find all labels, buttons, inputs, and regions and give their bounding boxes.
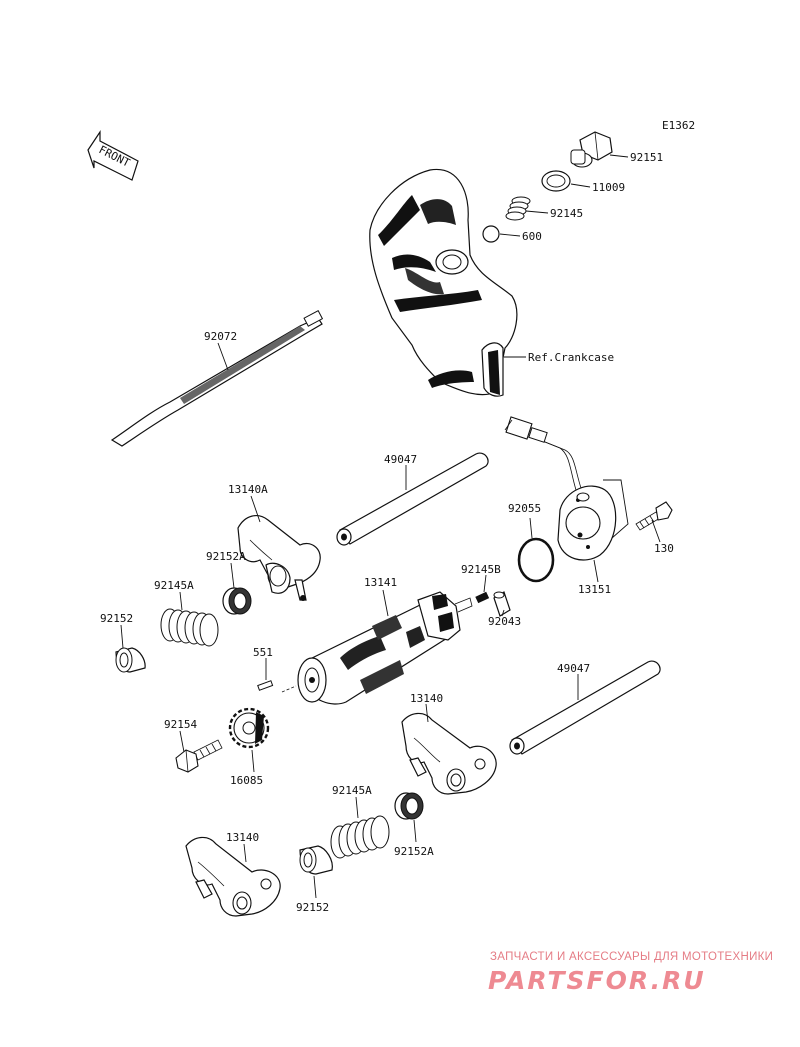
- shift-fork-13140-bottom: [185, 836, 281, 917]
- bolt-92154: [175, 739, 223, 773]
- part-label-13151: 13151: [578, 583, 611, 596]
- pin-551: [257, 680, 274, 691]
- watermark-logo: PARTSFOR.RU: [488, 966, 706, 995]
- part-label-16085: 16085: [230, 774, 263, 787]
- part-label-92151: 92151: [630, 151, 663, 164]
- shift-drum-13141: [297, 591, 473, 705]
- part-label-92145A-bottom: 92145A: [332, 784, 372, 797]
- part-label-130: 130: [654, 542, 674, 555]
- shift-fork-13140-middle: [401, 712, 497, 795]
- bolt-130: [635, 501, 673, 531]
- front-arrow-icon: FRONT: [87, 130, 139, 181]
- part-label-92152A-top: 92152A: [206, 550, 246, 563]
- part-label-49047-right: 49047: [557, 662, 590, 675]
- pin-92043: [493, 591, 511, 617]
- cable-tie-92072: [110, 310, 324, 447]
- spring-92145: [505, 196, 531, 221]
- part-label-92152A-bottom: 92152A: [394, 845, 434, 858]
- part-label-13140-bottom: 13140: [226, 831, 259, 844]
- ball-600: [482, 225, 500, 243]
- collar-92152-left: [115, 647, 146, 673]
- spring-92145B: [475, 591, 490, 604]
- spring-92145A-top: [160, 608, 219, 647]
- part-label-92145B: 92145B: [461, 563, 501, 576]
- part-label-92145A-top: 92145A: [154, 579, 194, 592]
- part-label-92072: 92072: [204, 330, 237, 343]
- crankcase-ref-shape: [369, 168, 518, 397]
- position-sensor-13151: [504, 416, 617, 561]
- part-label-92154: 92154: [164, 718, 197, 731]
- part-label-92055: 92055: [508, 502, 541, 515]
- part-label-13140A: 13140A: [228, 483, 268, 496]
- part-label-13141: 13141: [364, 576, 397, 589]
- part-label-92145: 92145: [550, 207, 583, 220]
- ref-crankcase-label: Ref.Crankcase: [528, 351, 614, 364]
- part-label-551: 551: [253, 646, 273, 659]
- collar-92152A-top: [222, 587, 252, 615]
- spring-92145A-bottom: [330, 815, 390, 859]
- collar-92152A-bottom: [394, 792, 424, 820]
- collar-92152-bottom: [299, 845, 333, 875]
- shift-rod-49047-top: [336, 452, 489, 546]
- plug-bolt-92151: [570, 131, 613, 168]
- part-label-92152-bottom: 92152: [296, 901, 329, 914]
- shift-fork-13140A: [237, 514, 321, 601]
- watermark-tagline: ЗАПЧАСТИ И АКСЕССУАРЫ ДЛЯ МОТОТЕХНИКИ: [490, 951, 774, 963]
- part-label-92043: 92043: [488, 615, 521, 628]
- gear-16085: [228, 707, 270, 749]
- part-label-92152-left: 92152: [100, 612, 133, 625]
- o-ring-92055: [517, 537, 555, 583]
- part-label-600: 600: [522, 230, 542, 243]
- part-label-13140-middle: 13140: [410, 692, 443, 705]
- shift-rod-49047-right: [509, 660, 661, 755]
- diagram-code: E1362: [662, 119, 695, 132]
- part-label-49047-top: 49047: [384, 453, 417, 466]
- part-label-11009: 11009: [592, 181, 625, 194]
